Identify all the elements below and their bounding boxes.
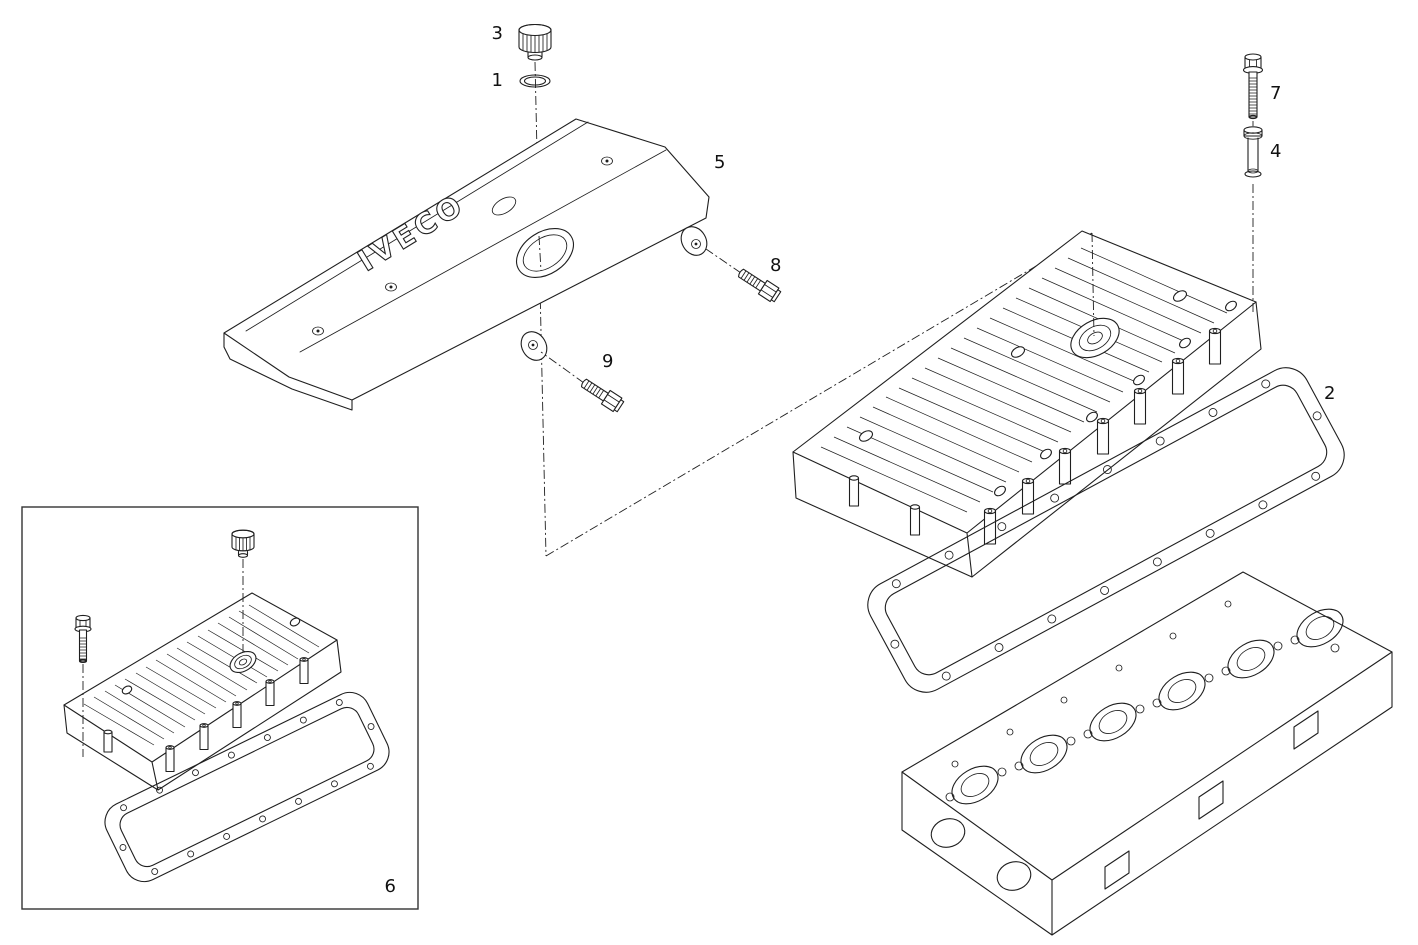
edge-bosses: [994, 300, 1237, 497]
part-label-2: 2: [1324, 383, 1335, 404]
cylinder-head: [901, 571, 1393, 936]
head-front-ports: [930, 818, 1032, 891]
cover-opening: [516, 228, 574, 278]
inset-bolt-towers: [103, 657, 309, 773]
construction-lines: [534, 61, 1093, 557]
bolt-tab-8: [680, 226, 708, 256]
hex-bolt-9: [578, 375, 626, 414]
part-labels: 3 1 5 7 4 8 9 2 6: [385, 23, 1336, 897]
bolt-tab-9: [520, 331, 548, 361]
head-small-holes: [945, 600, 1340, 802]
inset-gasket: [104, 691, 390, 883]
part-label-5: 5: [714, 152, 725, 173]
bolt-towers: [848, 327, 1222, 545]
inset-oil-cap: [231, 529, 255, 558]
head-side-ports: [1104, 710, 1319, 890]
inset-cap-boss: [229, 650, 257, 674]
inset-assembly: [21, 506, 419, 910]
inset-frame: [21, 506, 419, 910]
part-label-4: 4: [1270, 141, 1281, 162]
inset-cover: [63, 592, 342, 791]
part-label-6: 6: [385, 876, 396, 897]
part-label-9: 9: [602, 351, 613, 372]
part-label-1: 1: [492, 70, 503, 91]
top-bosses: [858, 290, 1188, 442]
oil-cap-boss: [1070, 317, 1120, 359]
cylinder-head-cover: [792, 230, 1262, 578]
engine-acoustic-cover: IVECO: [223, 118, 710, 411]
hex-flange-bolt-7: [1242, 53, 1264, 120]
oil-filler-cap: [518, 23, 552, 61]
spacer-sleeve-4: [1243, 126, 1263, 178]
cover-gasket: [867, 367, 1345, 693]
seal-ring: [519, 74, 551, 88]
inset-bolt: [74, 614, 92, 663]
cover-bosses: [312, 156, 613, 336]
part-label-8: 8: [770, 255, 781, 276]
part-label-7: 7: [1270, 83, 1281, 104]
part-label-3: 3: [492, 23, 503, 44]
brand-badge: [491, 196, 517, 216]
